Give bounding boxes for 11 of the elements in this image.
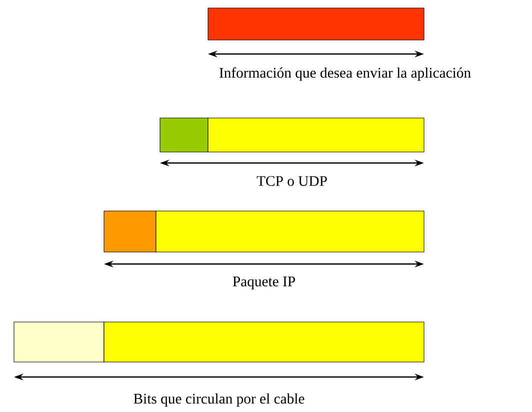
dimension-label: Paquete IP [232, 276, 295, 290]
bar [104, 210, 156, 252]
dimension-label: Información que desea enviar la aplicación [220, 67, 471, 81]
bar [156, 210, 424, 252]
dimension-label: TCP o UDP [256, 176, 327, 186]
bar [208, 8, 424, 40]
bar [208, 118, 424, 152]
bar [104, 322, 424, 362]
bar [160, 118, 208, 152]
bar [14, 322, 104, 362]
dimension-label: Bits que circulan por el cable [134, 393, 304, 407]
